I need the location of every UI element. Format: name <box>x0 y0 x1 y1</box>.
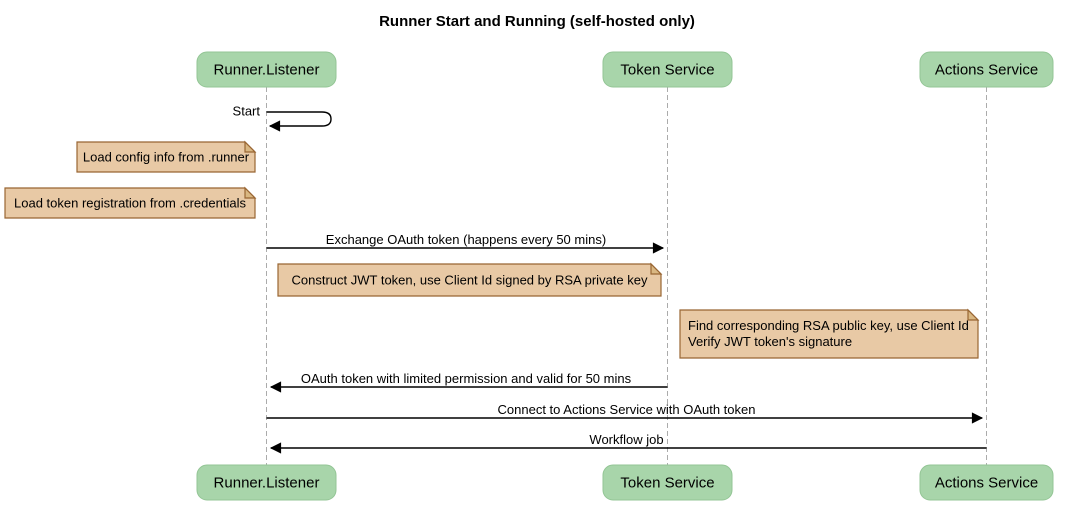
note-box <box>277 263 662 297</box>
note-box <box>76 141 256 173</box>
actor-box <box>602 464 733 501</box>
note-text: Load config info from .runner <box>83 150 250 165</box>
note-load-config: Load config info from .runner <box>76 140 257 173</box>
actor-label: Actions Service <box>935 475 1038 492</box>
actor-label: Actions Service <box>935 62 1038 79</box>
note-box <box>4 187 256 219</box>
actor-box <box>196 51 337 88</box>
note-fold-corner <box>244 186 257 199</box>
message-label: Exchange OAuth token (happens every 50 m… <box>326 232 606 247</box>
actor-label: Token Service <box>620 475 714 492</box>
actor-box <box>919 464 1054 501</box>
note-text: Construct JWT token, use Client Id signe… <box>292 273 648 288</box>
actor-box <box>919 51 1054 88</box>
note-box <box>679 309 979 359</box>
participant-token-service-bottom: Token Service <box>602 464 733 501</box>
note-fold-corner <box>244 140 257 153</box>
message-oauth-token-return: OAuth token with limited permission and … <box>269 371 668 393</box>
message-label: OAuth token with limited permission and … <box>301 371 632 386</box>
participant-actions-service-bottom: Actions Service <box>919 464 1054 501</box>
message-workflow-job: Workflow job <box>269 432 987 454</box>
message-exchange-oauth-token: Exchange OAuth token (happens every 50 m… <box>266 232 665 254</box>
participant-runner-listener-top: Runner.Listener <box>196 51 337 88</box>
participant-actions-service-top: Actions Service <box>919 51 1054 88</box>
note-verify-jwt: Find corresponding RSA public key, use C… <box>679 308 980 359</box>
note-fold-corner <box>967 308 980 321</box>
message-label: Workflow job <box>589 432 663 447</box>
diagram-title: Runner Start and Running (self-hosted on… <box>379 13 695 30</box>
message-connect-actions-service: Connect to Actions Service with OAuth to… <box>266 402 984 424</box>
actor-label: Token Service <box>620 62 714 79</box>
actor-label: Runner.Listener <box>214 62 320 79</box>
message-start: Start <box>233 104 332 132</box>
message-label: Connect to Actions Service with OAuth to… <box>498 402 756 417</box>
participant-runner-listener-bottom: Runner.Listener <box>196 464 337 501</box>
note-text: Load token registration from .credential… <box>14 196 246 211</box>
message-label: Start <box>233 104 261 119</box>
self-message-arrow <box>266 111 332 132</box>
note-fold-corner <box>650 262 663 275</box>
note-construct-jwt: Construct JWT token, use Client Id signe… <box>277 262 663 297</box>
note-load-token-registration: Load token registration from .credential… <box>4 186 257 219</box>
actor-label: Runner.Listener <box>214 475 320 492</box>
note-text-line1: Find corresponding RSA public key, use C… <box>688 318 969 333</box>
participant-token-service-top: Token Service <box>602 51 733 88</box>
note-text-line2: Verify JWT token's signature <box>688 334 852 349</box>
actor-box <box>602 51 733 88</box>
actor-box <box>196 464 337 501</box>
